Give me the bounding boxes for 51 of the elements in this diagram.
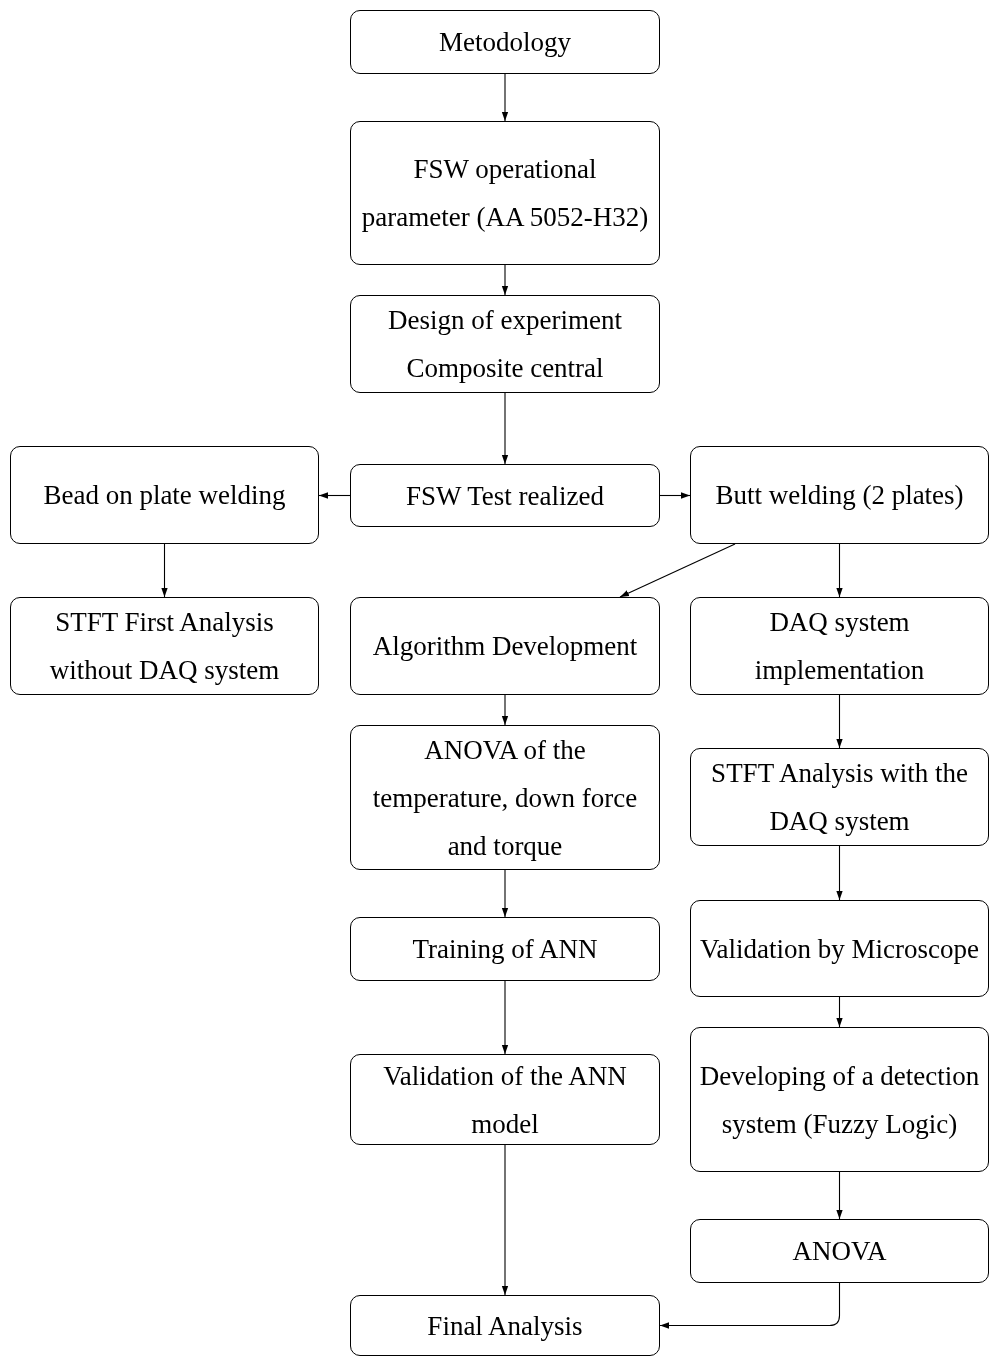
box-label: Developing of a detection system (Fuzzy Logic) [699,1059,980,1141]
box-label: STFT Analysis with the DAQ system [710,757,969,838]
arrow [501,869,509,918]
arrow [659,492,691,499]
box-label: FSW Test realized [405,479,605,513]
process-box [10,597,319,695]
arrow [836,996,843,1028]
process-box [690,748,989,846]
process-box [690,1219,989,1283]
arrow [161,543,168,598]
process-box [350,464,660,527]
arrow [836,543,843,598]
process-box [690,446,989,544]
arrow [318,492,351,499]
arrow [659,1282,841,1329]
box-label: Butt welding (2 plates) [715,479,964,512]
arrow [619,543,736,598]
box-label: Training of ANN [412,933,598,966]
arrow [501,73,509,122]
box-label: ANOVA of the temperature, down force and torque [371,733,639,863]
box-label: Final Analysis [427,1309,583,1343]
box-label: Design of experiment Composite central [387,304,623,385]
box-label: Metodology [439,26,571,59]
process-box [350,1295,660,1356]
box-label: ANOVA [792,1235,887,1268]
process-box [690,1027,989,1172]
box-label: Algorithm Development [372,630,638,663]
arrow [501,694,509,726]
arrow [836,1171,843,1220]
process-box [350,10,660,74]
arrow [836,845,843,901]
box-label: FSW operational parameter (AA 5052-H32) [360,153,650,234]
process-box [350,121,660,265]
arrow [501,392,509,465]
process-box [10,446,319,544]
arrow [501,980,509,1055]
process-box [690,900,989,997]
process-box [350,725,660,870]
process-box [350,1054,660,1145]
process-box [350,597,660,695]
process-box [350,917,660,981]
arrow [501,264,509,296]
box-label: DAQ system implementation [753,606,926,687]
box-label: Validation of the ANN model [382,1059,628,1141]
arrow [501,1144,509,1296]
process-box [690,597,989,695]
process-box [350,295,660,393]
box-label: Validation by Microscope [700,932,979,966]
box-label: STFT First Analysis without DAQ system [48,606,281,687]
box-label: Bead on plate welding [43,479,286,512]
arrow [836,694,843,749]
